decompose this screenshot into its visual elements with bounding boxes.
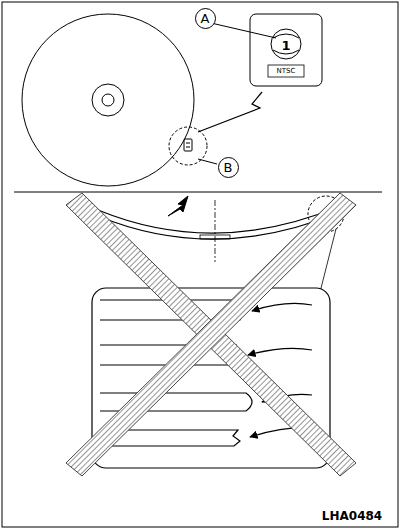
region-number: 1 bbox=[281, 39, 290, 52]
callout-letter: A bbox=[195, 8, 216, 29]
divider bbox=[14, 192, 382, 193]
region-inset bbox=[198, 14, 322, 164]
disc-label-box bbox=[92, 288, 330, 468]
figure-code: LHA0484 bbox=[322, 510, 382, 522]
pointer-arrow bbox=[168, 196, 188, 216]
disc-top bbox=[22, 14, 207, 186]
prohibited-cross bbox=[66, 193, 356, 476]
callout-text: B bbox=[224, 161, 233, 174]
callout-text: A bbox=[201, 12, 210, 25]
format-mark: NTSC bbox=[277, 68, 296, 75]
frame bbox=[2, 2, 398, 527]
callout-letter: B bbox=[218, 157, 239, 178]
